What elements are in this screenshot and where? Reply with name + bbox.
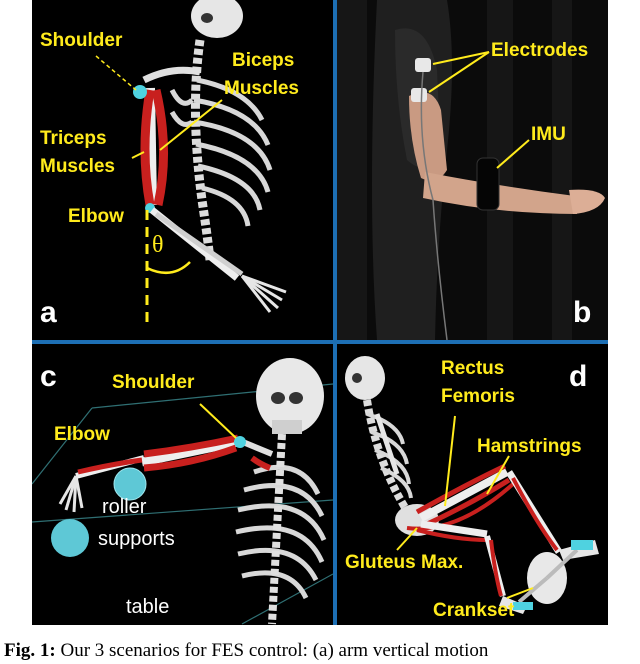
triceps-label-line1: Triceps [40, 128, 107, 149]
crankset-label: Crankset [433, 600, 515, 621]
panel-a: Shoulder Biceps Muscles Triceps Muscles … [32, 0, 333, 340]
imu-label: IMU [531, 124, 566, 145]
table-arm-skeleton-illustration [32, 358, 333, 625]
panel-b: Electrodes IMU b [337, 0, 608, 340]
theta-angle-label: θ [152, 232, 164, 258]
arm-skeleton-illustration [95, 0, 287, 322]
figure: Shoulder Biceps Muscles Triceps Muscles … [32, 0, 608, 625]
gluteus-label: Gluteus Max. [345, 552, 464, 573]
table-label: table [126, 596, 170, 618]
biceps-label-line1: Biceps [232, 50, 295, 71]
rectus-label-line2: Femoris [441, 386, 515, 407]
caption-prefix: Fig. 1: [4, 640, 56, 661]
rectus-label-line1: Rectus [441, 358, 505, 379]
elbow-label: Elbow [68, 206, 124, 227]
shoulder-label-c: Shoulder [112, 372, 195, 393]
panel-letter-d: d [569, 360, 588, 393]
cycling-skeleton-illustration [345, 356, 599, 614]
elbow-label-c: Elbow [54, 424, 110, 445]
panel-letter-b: b [573, 296, 592, 329]
supports-label: supports [98, 528, 175, 550]
arm-photo-illustration [337, 0, 605, 340]
panel-letter-a: a [40, 296, 57, 329]
triceps-label-line2: Muscles [40, 156, 115, 177]
panel-letter-c: c [40, 360, 57, 393]
electrodes-label: Electrodes [491, 40, 589, 61]
shoulder-label: Shoulder [40, 30, 123, 51]
roller-label: roller [102, 496, 147, 518]
biceps-label-line2: Muscles [224, 78, 299, 99]
hamstrings-label: Hamstrings [477, 436, 582, 457]
figure-caption: Fig. 1: Our 3 scenarios for FES control:… [4, 640, 640, 662]
panel-c: Shoulder Elbow roller supports table c [32, 344, 333, 625]
panel-d: Rectus Femoris Hamstrings Gluteus Max. C… [337, 344, 608, 625]
caption-text: Our 3 scenarios for FES control: (a) arm… [60, 640, 489, 661]
